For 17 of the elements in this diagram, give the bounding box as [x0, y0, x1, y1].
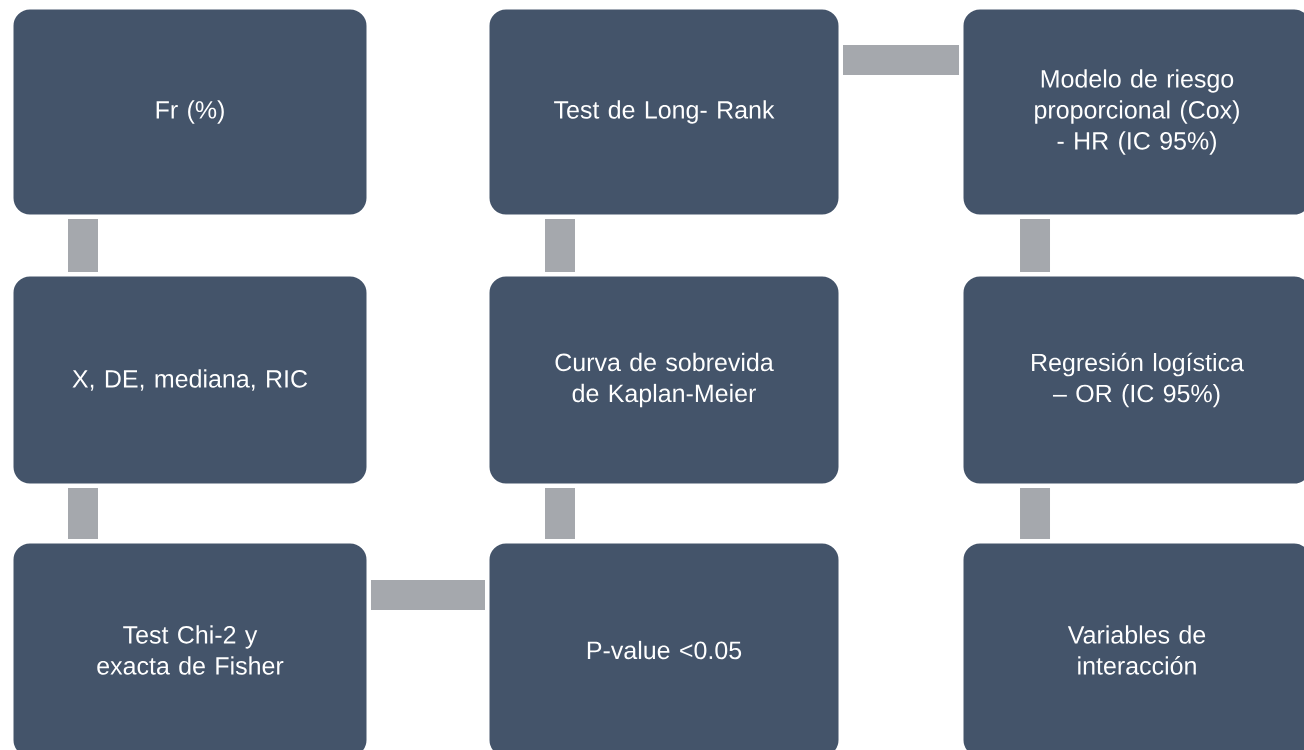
process-box: Regresión logística – OR (IC 95%)	[960, 273, 1304, 487]
connector-bar	[545, 488, 575, 539]
connector-bar	[68, 219, 98, 272]
connector-bar	[545, 219, 575, 272]
connector-bar	[1020, 219, 1050, 272]
process-box: Variables de interacción	[960, 540, 1304, 750]
process-box: Modelo de riesgo proporcional (Cox) - HR (IC 95%)	[960, 6, 1304, 218]
process-box: Fr (%)	[10, 6, 370, 218]
process-box: Curva de sobrevida de Kaplan-Meier	[486, 273, 842, 487]
connector-bar	[1020, 488, 1050, 539]
process-box: X, DE, mediana, RIC	[10, 273, 370, 487]
connector-bar	[371, 580, 485, 610]
process-box: P-value <0.05	[486, 540, 842, 750]
process-box: Test Chi-2 y exacta de Fisher	[10, 540, 370, 750]
process-box: Test de Long- Rank	[486, 6, 842, 218]
connector-bar	[68, 488, 98, 539]
connector-bar	[843, 45, 959, 75]
